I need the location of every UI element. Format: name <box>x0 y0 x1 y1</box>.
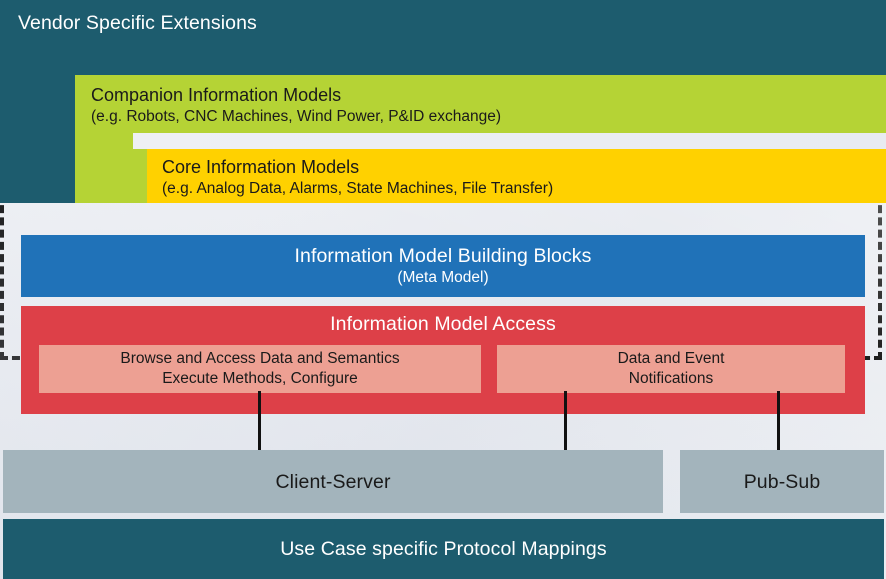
layer-use-case-protocol-mappings: Use Case specific Protocol Mappings <box>3 519 884 579</box>
layer-meta-label: Information Model Building Blocks <box>294 245 592 267</box>
layer-vendor-label: Vendor Specific Extensions <box>18 12 257 34</box>
service-box-browse-access-line2: Execute Methods, Configure <box>162 370 358 387</box>
connector-line-notifications-to-client-server <box>564 391 567 450</box>
connector-line-browse-to-client-server <box>258 391 261 450</box>
layer-core-information-models: Core Information Models (e.g. Analog Dat… <box>147 149 886 203</box>
service-box-data-event-notifications: Data and Event Notifications <box>497 345 845 393</box>
layer-protocols-label: Use Case specific Protocol Mappings <box>280 538 607 560</box>
layer-access-label: Information Model Access <box>330 313 556 335</box>
service-box-browse-access-line1: Browse and Access Data and Semantics <box>120 350 400 367</box>
layer-companion-sublabel: (e.g. Robots, CNC Machines, Wind Power, … <box>91 108 502 125</box>
step-notch-lower <box>133 133 886 149</box>
service-box-browse-access: Browse and Access Data and Semantics Exe… <box>39 345 481 393</box>
layer-transport-client-server: Client-Server <box>3 450 663 513</box>
layer-core-label: Core Information Models <box>162 157 360 177</box>
layer-companion-label: Companion Information Models <box>91 85 342 105</box>
transport-pub-sub-label: Pub-Sub <box>743 470 821 493</box>
service-box-data-event-line1: Data and Event <box>617 350 725 367</box>
layer-meta-sublabel: (Meta Model) <box>397 269 489 286</box>
service-box-data-event-line2: Notifications <box>628 370 714 387</box>
layer-transport-pub-sub: Pub-Sub <box>680 450 884 513</box>
transport-client-server-label: Client-Server <box>275 470 391 493</box>
connector-line-notifications-to-pub-sub <box>777 391 780 450</box>
layer-core-sublabel: (e.g. Analog Data, Alarms, State Machine… <box>162 180 554 197</box>
layer-information-model-building-blocks: Information Model Building Blocks (Meta … <box>21 235 865 297</box>
